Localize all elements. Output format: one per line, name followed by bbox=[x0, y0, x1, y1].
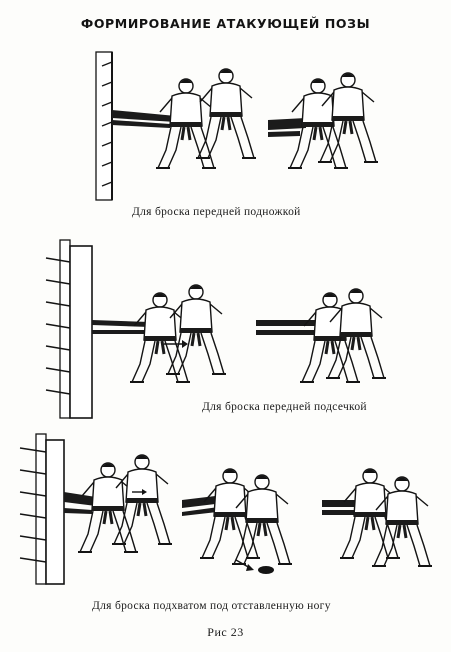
panel-1-judoka-partner bbox=[194, 67, 258, 160]
panel-3-belt-left bbox=[64, 492, 96, 514]
panel-1-belt-left bbox=[112, 110, 176, 128]
panel-3-arrow-icon bbox=[132, 489, 147, 495]
panel-2-arrow-icon bbox=[164, 340, 188, 348]
panel-2-wall-bars bbox=[45, 239, 93, 419]
panel-3-wall-bars bbox=[19, 433, 65, 585]
panel-2-belt-right bbox=[256, 320, 318, 335]
panel-1-wall-bars bbox=[95, 51, 113, 201]
panel-3-belt-right bbox=[322, 500, 360, 515]
panel-1-judoka-attacker bbox=[154, 77, 218, 170]
caption-panel-3: Для броска подхватом под отставленную но… bbox=[92, 600, 331, 612]
panel-2-belt-left bbox=[92, 320, 150, 334]
caption-panel-2: Для броска передней подсечкой bbox=[202, 401, 367, 413]
panel-1-belt-right bbox=[268, 118, 306, 137]
figure-label: Рис 23 bbox=[207, 625, 244, 639]
page-title: ФОРМИРОВАНИЕ АТАКУЮЩЕЙ ПОЗЫ bbox=[80, 16, 371, 31]
panel-3-foot-arrow-icon bbox=[235, 559, 274, 574]
caption-panel-1: Для броска передней подножкой bbox=[132, 206, 301, 218]
